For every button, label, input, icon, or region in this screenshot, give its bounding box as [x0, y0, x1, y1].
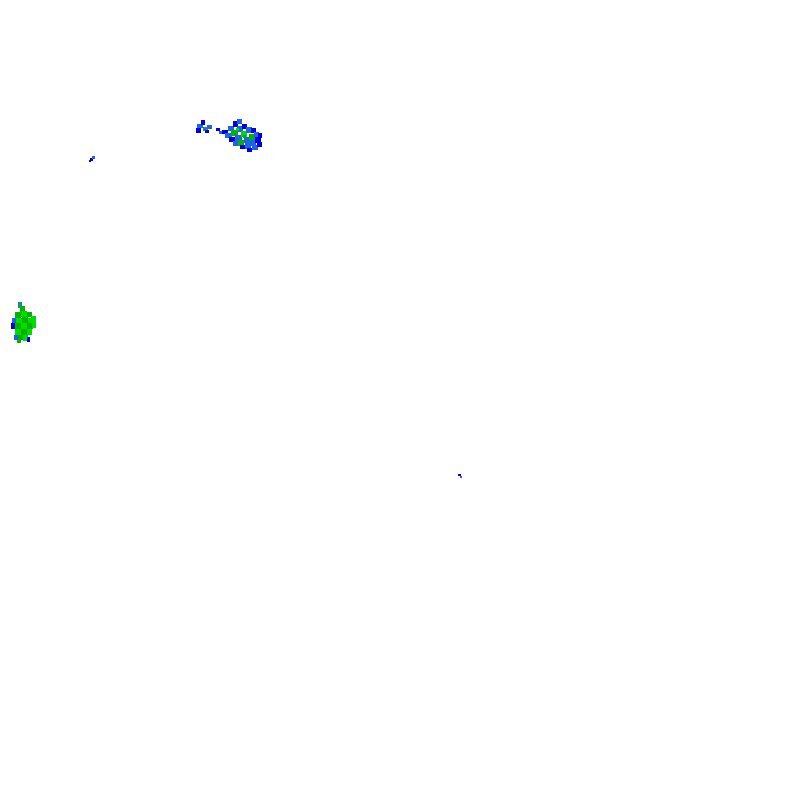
echo-cell-central-speck [458, 474, 462, 478]
echo-cell-west-edge [11, 302, 36, 343]
echo-cell-northwest-fragment [89, 156, 95, 162]
echo-cell-northeast-cluster [196, 119, 262, 152]
